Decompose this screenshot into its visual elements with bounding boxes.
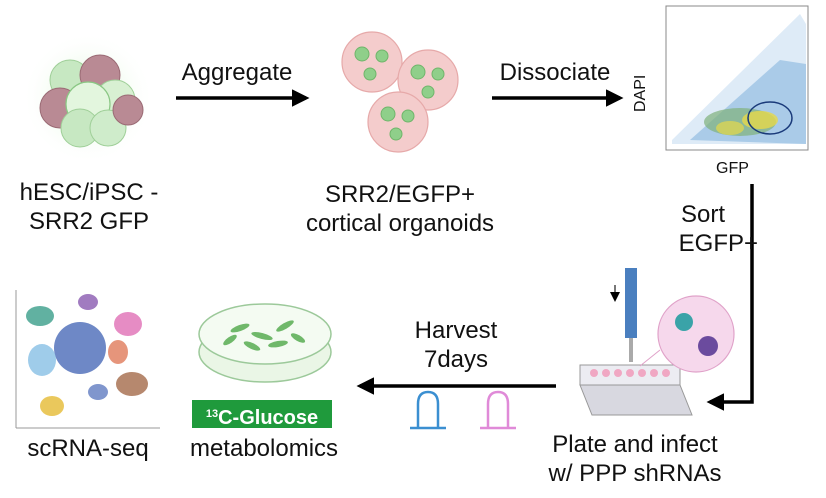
dissociate-label: Dissociate <box>499 59 611 86</box>
metabolomics-label: metabolomics <box>189 435 339 462</box>
organoids-line2: cortical organoids <box>305 210 495 237</box>
plate-line2: w/ PPP shRNAs <box>548 460 722 487</box>
sort-line1: Sort <box>680 201 725 228</box>
plate-pipette-icon <box>579 268 735 416</box>
harvest-label: Harvest 7days <box>396 316 516 374</box>
facs-y-axis-label: DAPI <box>632 74 649 112</box>
stem-cells-line1: hESC/iPSC - <box>19 179 159 206</box>
plate-label: Plate and infect w/ PPP shRNAs <box>530 430 740 488</box>
harvest-line2: 7days <box>423 346 489 373</box>
organoids-icon <box>341 31 459 153</box>
shrna-pink-icon <box>480 390 516 430</box>
organoids-line1: SRR2/EGFP+ <box>324 181 476 208</box>
stem-cells-line2: SRR2 GFP <box>28 208 150 235</box>
facs-x-axis-label: GFP <box>716 160 749 177</box>
sort-arrow <box>706 184 754 411</box>
stem-cell-cluster-icon <box>22 32 154 164</box>
harvest-line1: Harvest <box>414 317 498 344</box>
glucose-isotope: 13 <box>205 408 219 420</box>
organoids-label: SRR2/EGFP+ cortical organoids <box>290 180 510 238</box>
facs-plot <box>665 5 809 151</box>
glucose-text: C-Glucose <box>218 407 319 429</box>
scrna-label: scRNA-seq <box>27 435 149 462</box>
glucose-tag: 13C-Glucose <box>192 400 332 429</box>
plate-line1: Plate and infect <box>552 431 718 458</box>
stem-cells-label: hESC/iPSC - SRR2 GFP <box>14 178 164 236</box>
petri-dish-icon <box>198 303 332 383</box>
aggregate-label: Aggregate <box>181 59 293 86</box>
sort-line2: EGFP+ <box>678 230 758 257</box>
shrna-blue-icon <box>410 390 446 430</box>
umap-scatter-icon <box>15 290 160 429</box>
sort-label: Sort EGFP+ <box>648 200 758 258</box>
